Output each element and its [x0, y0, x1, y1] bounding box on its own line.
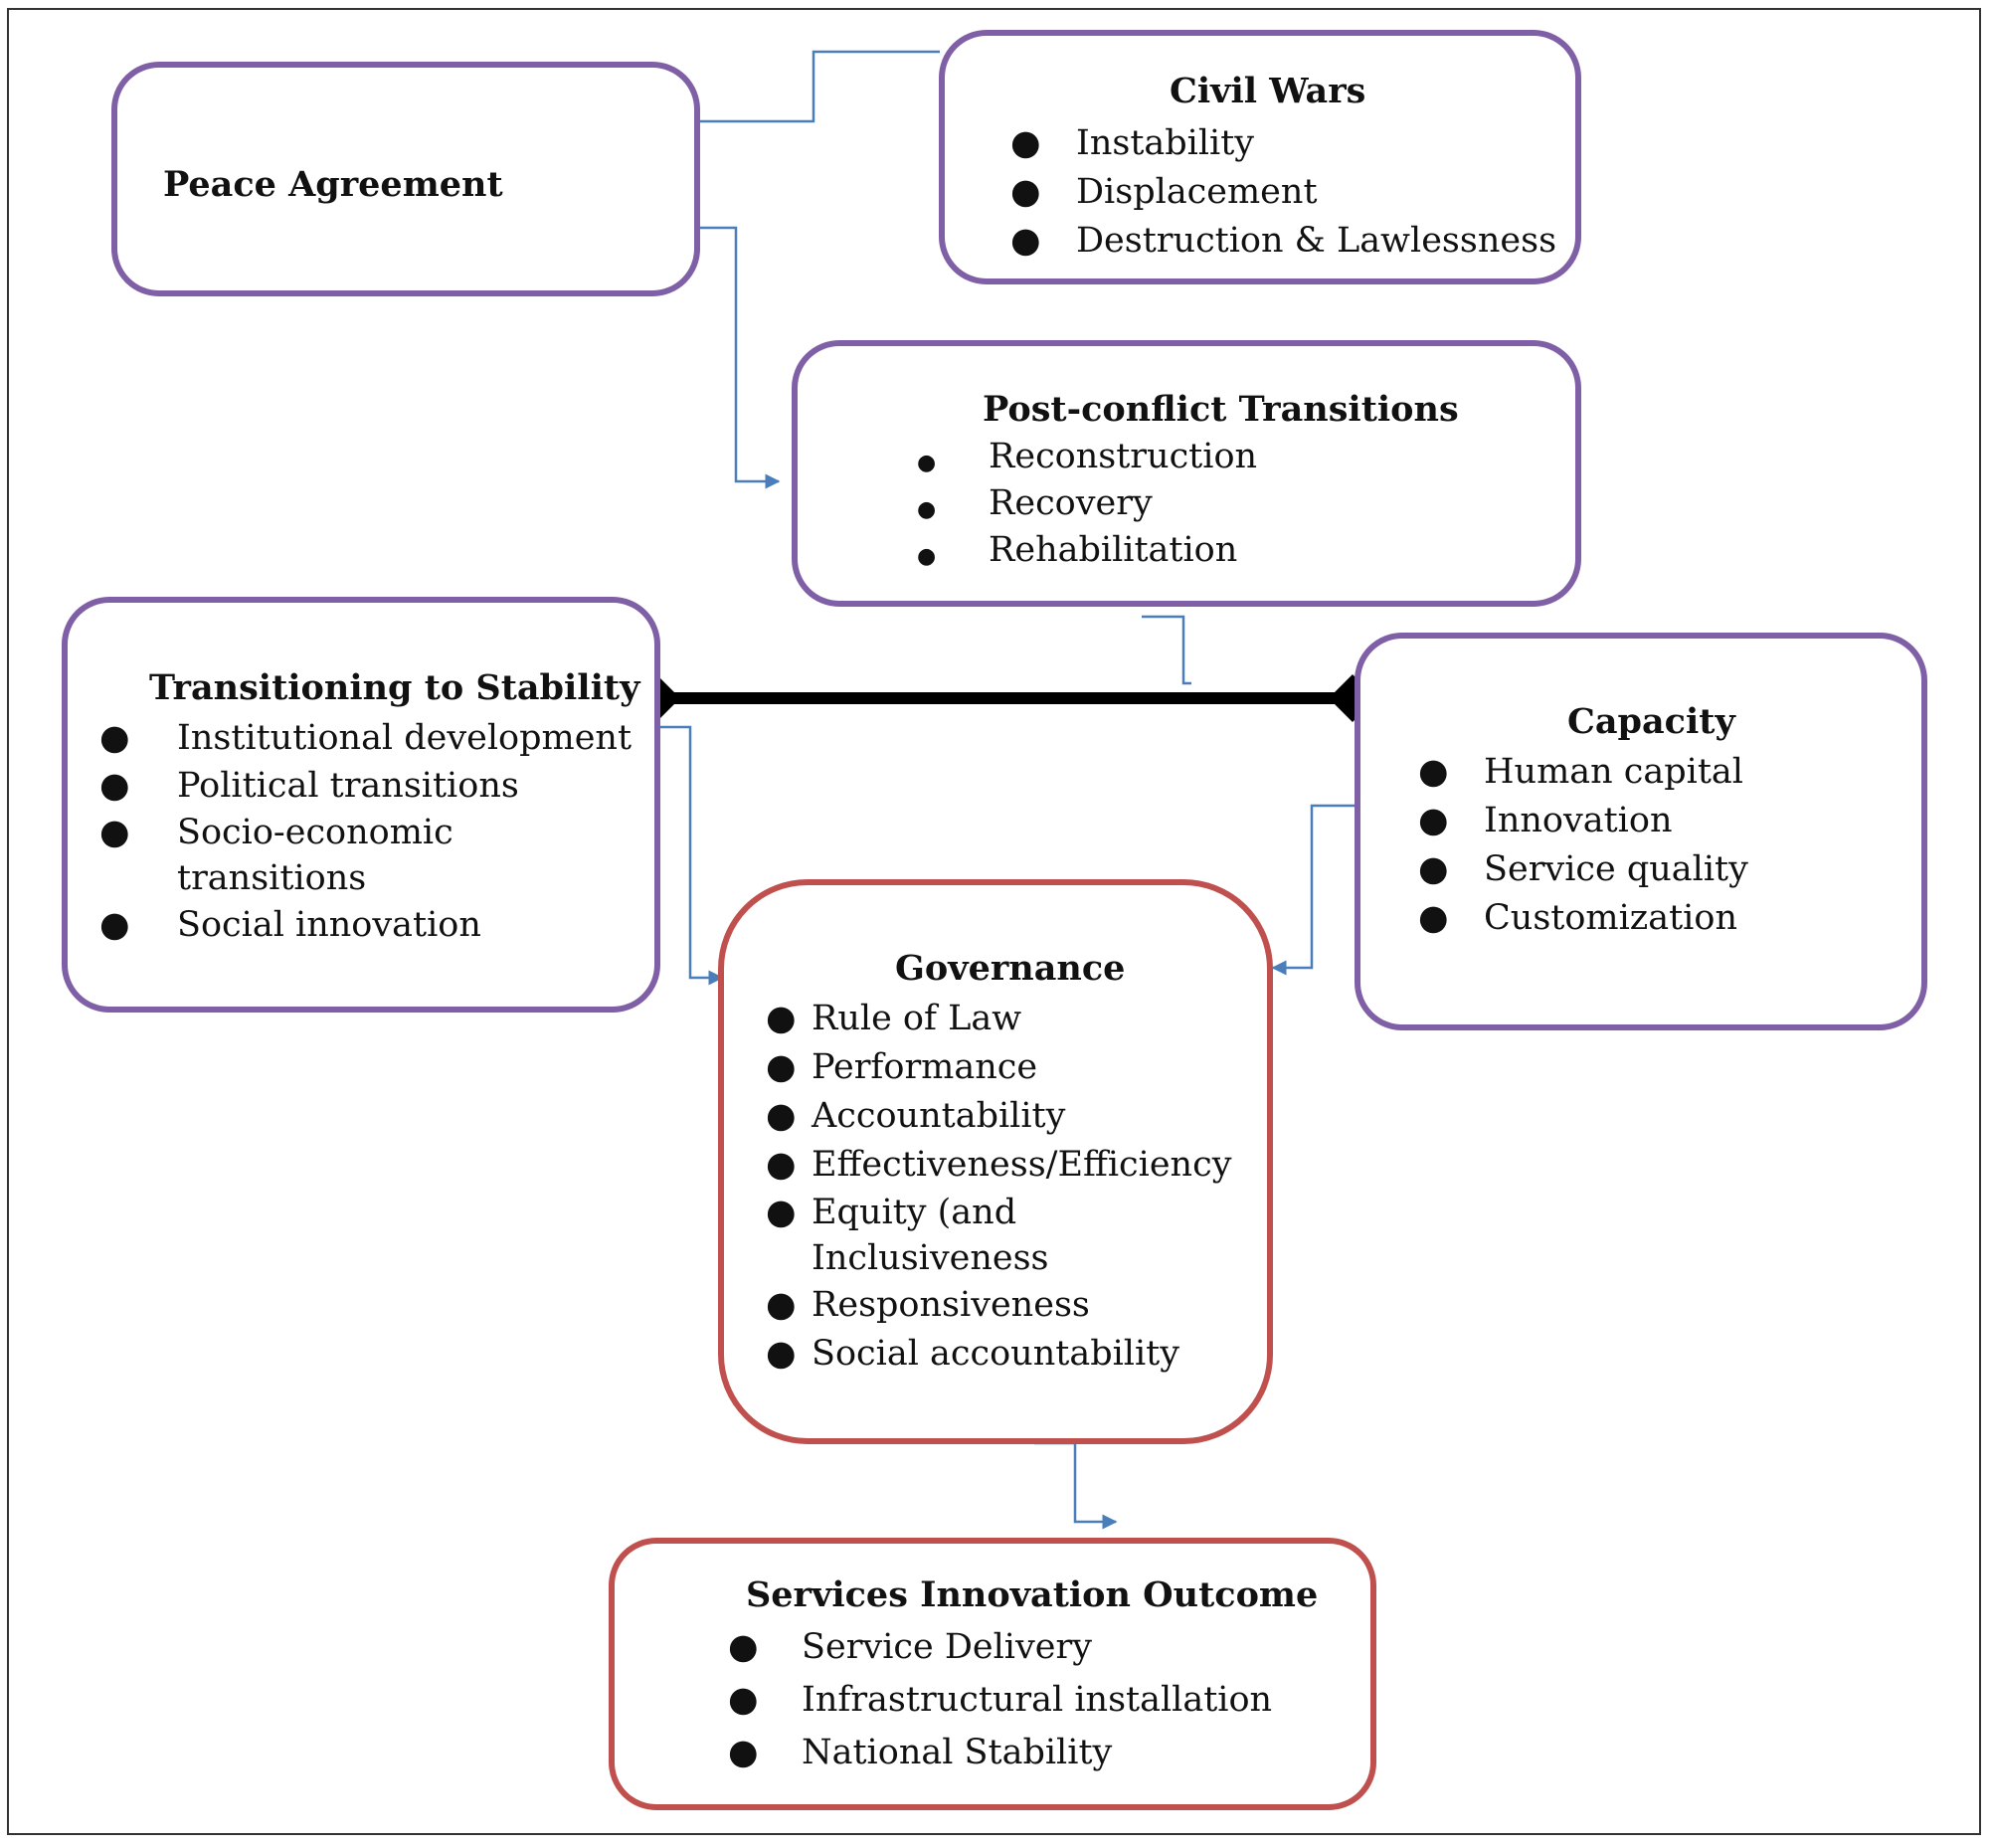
civil-wars-list: ●Instability ●Displacement ●Destruction …	[1010, 119, 1556, 266]
list-item: ●Instability	[1010, 119, 1556, 168]
peace-agreement-title: Peace Agreement	[163, 164, 503, 205]
connector-postconflict-to-link	[1142, 615, 1191, 685]
bullet-icon: ●	[917, 451, 937, 475]
bullet-icon: ●	[1418, 849, 1449, 889]
bullet-icon: ●	[766, 1047, 797, 1087]
peace-agreement-box: Peace Agreement	[111, 62, 700, 296]
list-item: ●Innovation	[1418, 797, 1748, 845]
list-item: ●Customization	[1418, 894, 1748, 943]
list-item: ●Accountability	[766, 1092, 1231, 1141]
post-conflict-list: ●Reconstruction ●Recovery ●Rehabilitatio…	[917, 434, 1257, 574]
bullet-icon: ●	[99, 718, 130, 758]
bullet-icon: ●	[766, 999, 797, 1038]
outcome-list: ●Service Delivery ●Infrastructural insta…	[728, 1621, 1272, 1779]
bullet-icon: ●	[1418, 752, 1449, 792]
list-item: ●Infrastructural installation	[728, 1674, 1272, 1727]
bullet-icon: ●	[1418, 801, 1449, 840]
bullet-icon: ●	[766, 1193, 797, 1232]
transitioning-title: Transitioning to Stability	[149, 667, 640, 708]
bullet-icon: ●	[766, 1334, 797, 1374]
capacity-title: Capacity	[1567, 701, 1735, 742]
list-item: ●National Stability	[728, 1727, 1272, 1779]
capacity-box: Capacity ●Human capital ●Innovation ●Ser…	[1355, 633, 1927, 1030]
bullet-icon: ●	[766, 1096, 797, 1136]
governance-title: Governance	[895, 948, 1126, 989]
list-item: ●Destruction & Lawlessness	[1010, 217, 1556, 266]
bullet-icon: ●	[728, 1680, 759, 1720]
outcome-box: Services Innovation Outcome ●Service Del…	[609, 1538, 1376, 1810]
outcome-title: Services Innovation Outcome	[746, 1574, 1319, 1615]
post-conflict-box: Post-conflict Transitions ●Reconstructio…	[792, 340, 1581, 607]
bullet-icon: ●	[917, 497, 937, 522]
civil-wars-box: Civil Wars ●Instability ●Displacement ●D…	[939, 30, 1581, 284]
bullet-icon: ●	[766, 1145, 797, 1185]
connector-capacity-to-governance	[1271, 804, 1355, 976]
list-item: ●Institutional development	[99, 714, 632, 762]
list-item-continuation: Inclusiveness	[812, 1238, 1049, 1278]
list-item: ●Socio-economic	[99, 810, 632, 855]
list-item: ●Social innovation	[99, 901, 632, 949]
bullet-icon: ●	[1010, 221, 1041, 261]
list-item: ●Political transitions	[99, 762, 632, 810]
list-item: ●Service Delivery	[728, 1621, 1272, 1674]
post-conflict-title: Post-conflict Transitions	[983, 389, 1459, 430]
bullet-icon: ●	[99, 905, 130, 945]
connector-transitioning-to-governance	[658, 725, 724, 986]
bullet-icon: ●	[1418, 898, 1449, 938]
list-item-continuation: transitions	[177, 858, 367, 898]
diagram-frame	[7, 8, 1981, 1835]
list-item: ●Performance	[766, 1043, 1231, 1092]
list-item: ●Human capital	[1418, 748, 1748, 797]
bullet-icon: ●	[1010, 172, 1041, 212]
transitioning-box: Transitioning to Stability ●Institutiona…	[62, 597, 660, 1013]
bullet-icon: ●	[917, 544, 937, 569]
list-item: ●Reconstruction	[917, 434, 1257, 480]
connector-peace-to-postconflict	[700, 226, 781, 489]
bullet-icon: ●	[766, 1285, 797, 1325]
bullet-icon: ●	[1010, 123, 1041, 163]
governance-list: ●Rule of Law ●Performance ●Accountabilit…	[766, 995, 1231, 1379]
governance-box: Governance ●Rule of Law ●Performance ●Ac…	[718, 879, 1273, 1444]
list-item: ●Effectiveness/Efficiency	[766, 1141, 1231, 1190]
list-item: ●Equity (and	[766, 1190, 1231, 1235]
bullet-icon: ●	[99, 766, 130, 806]
list-item: ●Social accountability	[766, 1330, 1231, 1379]
list-item: ●Recovery	[917, 480, 1257, 527]
list-item: ●Rule of Law	[766, 995, 1231, 1043]
bullet-icon: ●	[728, 1627, 759, 1667]
bullet-icon: ●	[728, 1733, 759, 1772]
transitioning-list: ●Institutional development ●Political tr…	[99, 714, 632, 949]
connector-governance-to-outcome	[1034, 1441, 1118, 1530]
list-item: ●Rehabilitation	[917, 527, 1257, 574]
list-item: ●Responsiveness	[766, 1281, 1231, 1330]
list-item: ●Service quality	[1418, 845, 1748, 894]
bullet-icon: ●	[99, 813, 130, 852]
civil-wars-title: Civil Wars	[1170, 71, 1366, 111]
capacity-list: ●Human capital ●Innovation ●Service qual…	[1418, 748, 1748, 943]
connector-civilwars-to-peace	[684, 50, 940, 129]
list-item: ●Displacement	[1010, 168, 1556, 217]
